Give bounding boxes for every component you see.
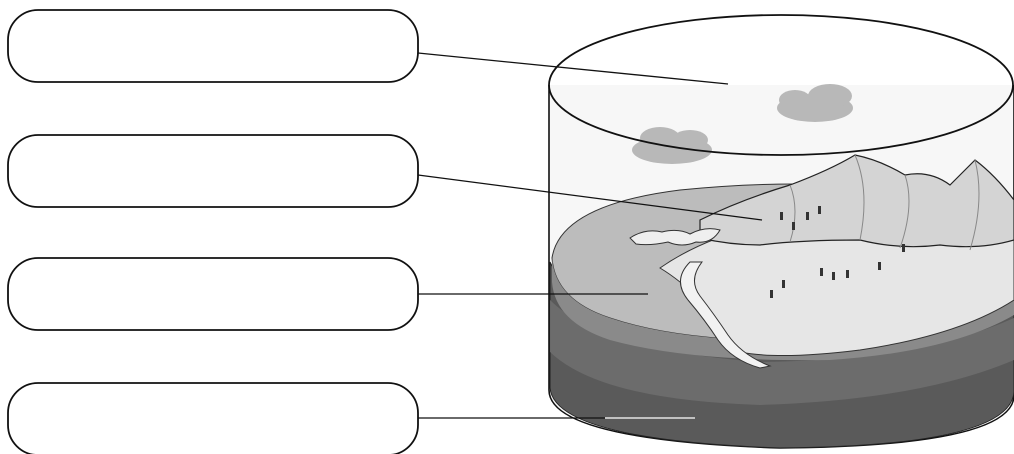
cylinder-model — [549, 15, 1014, 448]
label-box-3[interactable] — [8, 258, 418, 330]
cloud — [779, 90, 811, 110]
label-box-4[interactable] — [8, 383, 418, 454]
label-box-2[interactable] — [8, 135, 418, 207]
label-box-1[interactable] — [8, 10, 418, 82]
cloud — [808, 84, 852, 108]
leader-line-atmosphere — [418, 53, 728, 84]
